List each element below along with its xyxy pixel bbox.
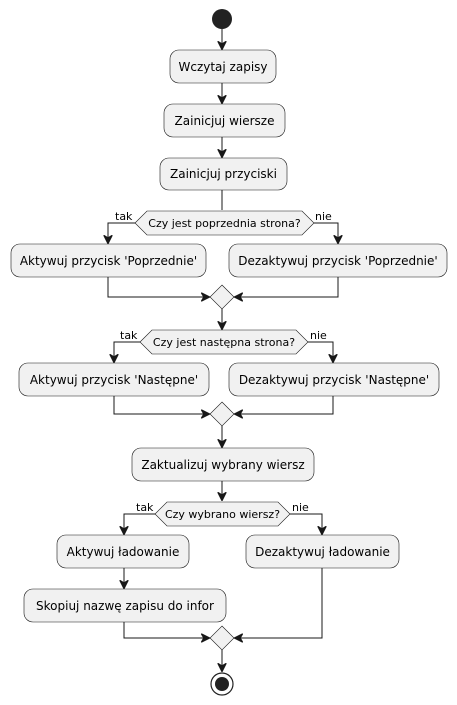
action-load-records: Wczytaj zapisy: [169, 49, 277, 84]
svg-text:Zainicjuj wiersze: Zainicjuj wiersze: [175, 114, 275, 128]
svg-text:Wczytaj zapisy: Wczytaj zapisy: [178, 60, 267, 74]
svg-text:Dezaktywuj przycisk 'Następne': Dezaktywuj przycisk 'Następne': [239, 373, 429, 387]
svg-text:Aktywuj przycisk 'Poprzednie': Aktywuj przycisk 'Poprzednie': [20, 254, 197, 268]
svg-text:Czy wybrano wiersz?: Czy wybrano wiersz?: [165, 508, 280, 521]
svg-text:Dezaktywuj przycisk 'Poprzedni: Dezaktywuj przycisk 'Poprzednie': [238, 254, 437, 268]
svg-text:Czy jest poprzednia strona?: Czy jest poprzednia strona?: [148, 217, 301, 230]
action-copy-name: Skopiuj nazwę zapisu do infor: [23, 588, 227, 623]
decision-row-selected: Czy wybrano wiersz? tak nie: [136, 501, 309, 527]
svg-text:Dezaktywuj ładowanie: Dezaktywuj ładowanie: [255, 545, 390, 559]
merge-node-2: [209, 401, 235, 427]
action-prev-off: Dezaktywuj przycisk 'Poprzednie': [228, 243, 448, 278]
svg-text:Skopiuj nazwę zapisu do infor: Skopiuj nazwę zapisu do infor: [36, 599, 214, 613]
action-init-rows: Zainicjuj wiersze: [163, 103, 286, 138]
decision-next-page: Czy jest następna strona? tak nie: [120, 329, 327, 355]
svg-text:Zainicjuj przyciski: Zainicjuj przyciski: [170, 167, 277, 181]
svg-text:Aktywuj ładowanie: Aktywuj ładowanie: [67, 545, 180, 559]
branch-yes-label: tak: [115, 210, 133, 223]
edges: [108, 29, 338, 672]
decision-prev-page: Czy jest poprzednia strona? tak nie: [115, 210, 332, 236]
merge-node-3: [209, 625, 235, 651]
action-update-row: Zaktualizuj wybrany wiersz: [131, 447, 315, 482]
svg-text:Aktywuj przycisk 'Następne': Aktywuj przycisk 'Następne': [30, 373, 198, 387]
action-loading-on: Aktywuj ładowanie: [56, 534, 190, 569]
end-node: [210, 672, 234, 696]
action-prev-on: Aktywuj przycisk 'Poprzednie': [10, 243, 207, 278]
branch-no-label: nie: [315, 210, 332, 223]
action-next-off: Dezaktywuj przycisk 'Następne': [228, 362, 440, 397]
start-node: [212, 9, 232, 29]
merge-node-1: [209, 284, 235, 310]
branch-no-label: nie: [292, 501, 309, 514]
action-loading-off: Dezaktywuj ładowanie: [245, 534, 400, 569]
branch-no-label: nie: [310, 329, 327, 342]
action-init-buttons: Zainicjuj przyciski: [159, 157, 288, 191]
branch-yes-label: tak: [136, 501, 154, 514]
svg-text:Czy jest następna strona?: Czy jest następna strona?: [153, 336, 295, 349]
branch-yes-label: tak: [120, 329, 138, 342]
action-next-on: Aktywuj przycisk 'Następne': [18, 362, 210, 397]
svg-text:Zaktualizuj wybrany wiersz: Zaktualizuj wybrany wiersz: [141, 458, 304, 472]
